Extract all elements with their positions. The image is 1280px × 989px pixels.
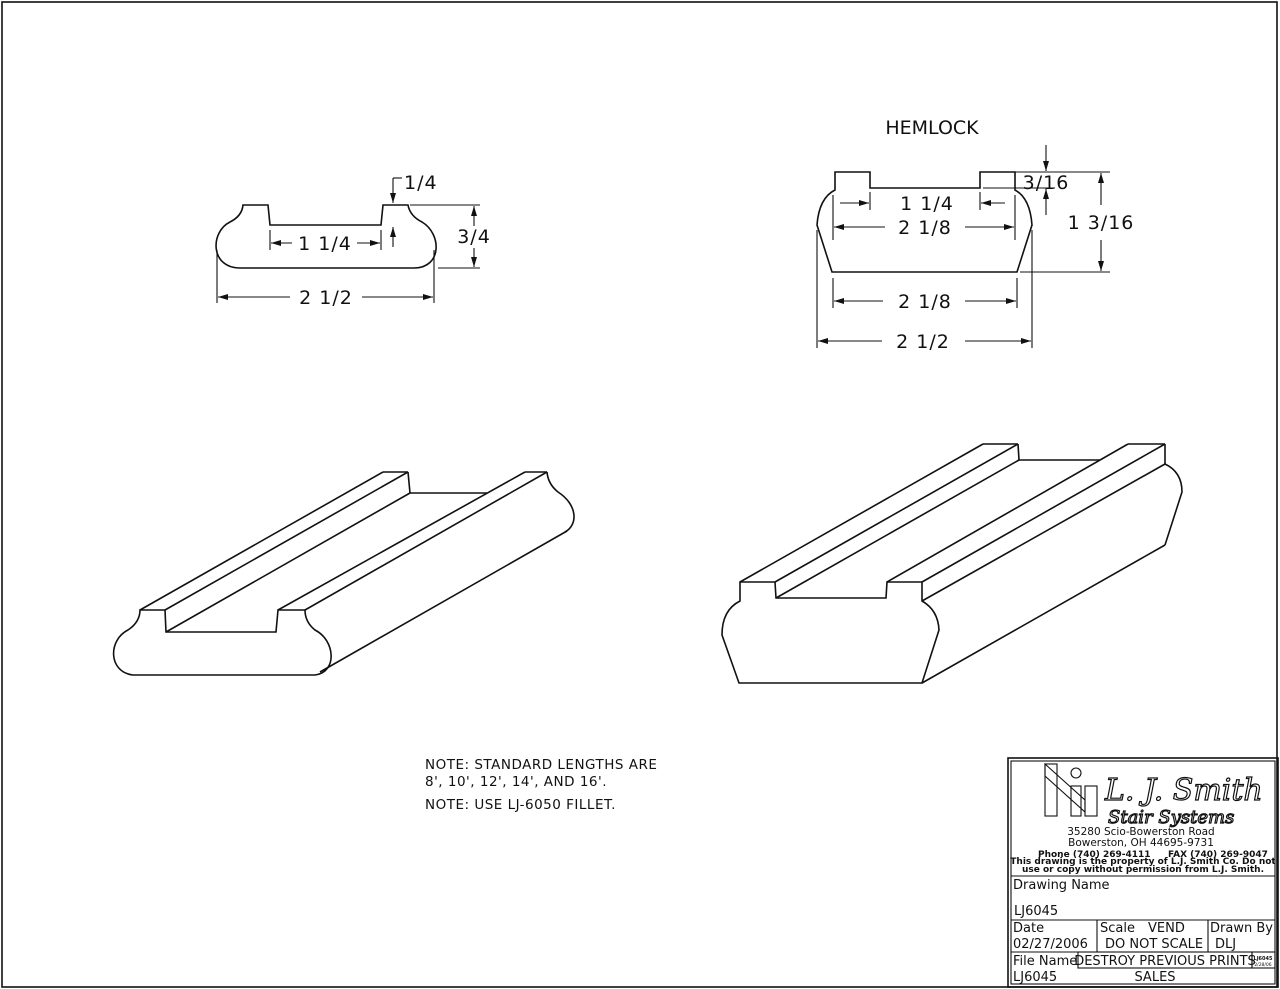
date-value: 02/27/2006 [1013, 937, 1088, 952]
dim-bottom-width: 2 1/8 [898, 291, 952, 313]
destroy-note: DESTROY PREVIOUS PRINTS [1074, 954, 1256, 969]
dim-height: 3/4 [457, 226, 491, 248]
dim-width: 2 1/2 [896, 331, 950, 353]
company-logo: L. J. Smith Stair Systems [1044, 762, 1263, 829]
drawn-by-value: DLJ [1215, 937, 1236, 952]
dim-lip: 1/4 [404, 172, 438, 194]
dim-height: 1 3/16 [1068, 212, 1135, 234]
profile-title: HEMLOCK [885, 117, 979, 139]
hemlock-profile: HEMLOCK 1 1/4 2 1/8 2 1/8 2 1/2 1 3/16 3… [816, 117, 1135, 353]
dim-groove: 1 1/4 [298, 233, 352, 255]
file-name-value: LJ6045 [1013, 970, 1057, 985]
date-label: Date [1013, 921, 1044, 936]
stamp-id: LJ6045 [1254, 956, 1273, 962]
sales-label: SALES [1134, 970, 1175, 985]
drawn-by-label: Drawn By [1210, 921, 1273, 936]
note-lengths-1: NOTE: STANDARD LENGTHS ARE [425, 757, 657, 773]
dim-width: 2 1/2 [299, 287, 353, 309]
logo-subtitle: Stair Systems [1108, 807, 1234, 828]
title-block: L. J. Smith Stair Systems 35280 Scio-Bow… [1007, 757, 1279, 988]
scale-label: Scale [1100, 921, 1135, 936]
note-fillet: NOTE: USE LJ-6050 FILLET. [425, 797, 616, 813]
scale-value: VEND [1148, 921, 1185, 936]
left-profile: 2 1/2 1 1/4 3/4 1/4 [215, 172, 491, 309]
address-line-2: Bowerston, OH 44695-9731 [1068, 837, 1214, 849]
file-name-label: File Name [1013, 954, 1077, 969]
disclaimer-2: use or copy without permission from L.J.… [1022, 865, 1264, 875]
drawing-name-label: Drawing Name [1013, 878, 1110, 893]
note-lengths-2: 8', 10', 12', 14', AND 16'. [425, 774, 607, 790]
logo-name: L. J. Smith [1104, 773, 1263, 808]
fax: FAX (740) 269-9047 [1168, 850, 1268, 860]
hemlock-isometric-view [721, 443, 1183, 684]
scale-note: DO NOT SCALE [1105, 937, 1203, 952]
phone: Phone (740) 269-4111 [1038, 850, 1151, 860]
left-isometric-view [112, 471, 575, 676]
drawing-name: LJ6045 [1014, 904, 1058, 919]
disclaimer-1: This drawing is the property of L.J. Smi… [1010, 857, 1276, 867]
dim-depth: 3/16 [1023, 172, 1070, 194]
dim-top-width: 2 1/8 [898, 217, 952, 239]
dim-groove: 1 1/4 [900, 193, 954, 215]
address-line-1: 35280 Scio-Bowerston Road [1067, 826, 1214, 838]
stamp-date: 2/28/06 [1254, 962, 1271, 968]
